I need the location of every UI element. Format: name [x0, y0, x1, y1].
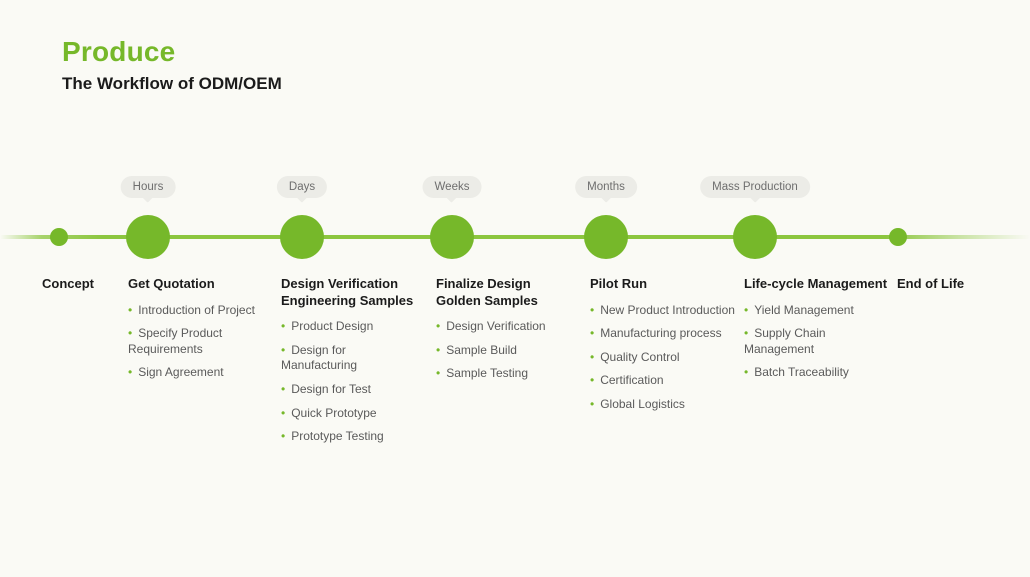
tooltip-tail-icon	[142, 191, 154, 203]
bullet-item: •Supply Chain Management	[744, 326, 896, 357]
bullet-dot-icon: •	[590, 373, 595, 388]
bullet-text: Product Design	[291, 319, 374, 334]
timeline-node	[733, 215, 777, 259]
bullet-dot-icon: •	[281, 405, 286, 420]
stage-title: Life-cycle Management	[744, 276, 888, 291]
bullet-text: Design for Manufacturing	[281, 342, 358, 373]
page-subtitle: The Workflow of ODM/OEM	[62, 74, 282, 93]
stage-column: Design Verification Engineering Samples •…	[281, 276, 415, 453]
bullet-item: • Sign Agreement	[128, 365, 258, 381]
bullet-text: Yield Management	[754, 302, 854, 317]
bullet-dot-icon: •	[281, 382, 286, 397]
stage-tooltip: Mass Production	[700, 176, 810, 203]
tooltip-label: Months	[587, 181, 625, 193]
timeline-node	[584, 215, 628, 259]
stage-title: End of Life	[897, 276, 965, 291]
tooltip-tail-icon	[446, 191, 458, 203]
bullet-item: • Global Logistics	[590, 397, 736, 413]
bullet-text: Sign Agreement	[138, 365, 224, 380]
bullet-dot-icon: •	[744, 326, 749, 341]
bullet-text: Global Logistics	[600, 397, 685, 411]
tooltip-label: Days	[288, 181, 316, 193]
stage-column: Get Quotation•Introduction of Project•Sp…	[128, 276, 258, 389]
stage-tooltip: Months	[575, 176, 637, 203]
bullet-text: Sample Testing	[446, 366, 529, 381]
bullet-text: Supply Chain Management	[744, 326, 826, 356]
bullet-item: •Design for Manufacturing	[281, 343, 415, 374]
page-title: Produce	[62, 36, 176, 67]
bullet-item: • Quick Prototype	[281, 406, 415, 422]
bullet-item: • Certification	[590, 373, 736, 389]
bullet-dot-icon: •	[744, 365, 749, 380]
bullet-dot-icon: •	[744, 302, 749, 317]
bullet-item: • Prototype Testing	[281, 429, 415, 445]
bullet-text: Introduction of Project	[138, 302, 255, 317]
bullet-dot-icon: •	[436, 342, 441, 357]
bullet-text: Specify Product Requirements	[128, 326, 223, 356]
bullet-item: • Batch Traceability	[744, 365, 896, 381]
bullet-dot-icon: •	[436, 366, 441, 381]
stage-title: Get Quotation	[128, 276, 215, 291]
stage-column: End of Life	[897, 276, 992, 303]
bullet-dot-icon: •	[128, 326, 133, 341]
bullet-dot-icon: •	[128, 365, 133, 380]
bullet-text: Design for Test	[291, 382, 372, 397]
bullet-dot-icon: •	[436, 319, 441, 334]
tooltip-label: Mass Production	[712, 181, 798, 193]
timeline-node	[280, 215, 324, 259]
bullet-text: New Product Introduction	[600, 302, 735, 317]
bullet-text: Quick Prototype	[291, 405, 377, 420]
bullet-dot-icon: •	[281, 429, 286, 444]
stage-column: Concept	[42, 276, 124, 303]
bullet-dot-icon: •	[590, 349, 595, 364]
timeline-node	[126, 215, 170, 259]
bullet-item: • Product Design	[281, 319, 415, 335]
stage-column: Finalize Design Golden Samples • Design Ve…	[436, 276, 576, 390]
tooltip-tail-icon	[296, 191, 308, 203]
timeline-node	[889, 228, 907, 246]
bullet-dot-icon: •	[590, 326, 595, 341]
bullet-dot-icon: •	[590, 397, 595, 411]
tooltip-label: Weeks	[434, 181, 470, 193]
bullet-text: Certification	[600, 373, 664, 388]
stage-title: Concept	[42, 276, 94, 291]
bullet-text: Prototype Testing	[291, 429, 384, 444]
bullet-item: • Yield Management	[744, 303, 896, 319]
bullet-item: • Sample Testing	[436, 366, 576, 382]
stage-title: Pilot Run	[590, 276, 648, 291]
stage-tooltip: Days	[276, 176, 328, 203]
timeline-node	[430, 215, 474, 259]
bullet-item: • Design for Test	[281, 382, 415, 398]
bullet-item: • Sample Build	[436, 343, 576, 359]
stage-tooltip: Weeks	[422, 176, 482, 203]
tooltip-tail-icon	[600, 191, 612, 203]
stage-title: Finalize Design Golden Samples	[436, 276, 538, 308]
bullet-dot-icon: •	[590, 302, 595, 317]
stage-column: Life-cycle Management•Yield Management•S…	[744, 276, 896, 389]
bullet-item: • Introduction of Project	[128, 303, 258, 319]
timeline-node	[50, 228, 68, 246]
tooltip-tail-icon	[749, 191, 761, 203]
stage-column: Pilot Run • New Product Introduction • Manuf…	[590, 276, 736, 421]
bullet-item: • Quality Control	[590, 350, 736, 366]
bullet-dot-icon: •	[281, 319, 286, 334]
bullet-dot-icon: •	[128, 302, 133, 317]
tooltip-label: Hours	[132, 181, 164, 193]
bullet-item: •Specify Product Requirements	[128, 326, 258, 357]
stage-title: Design Verification Engineering Samples	[281, 276, 414, 308]
bullet-item: • Design Verification	[436, 319, 576, 335]
bullet-text: Quality Control	[600, 349, 680, 364]
bullet-text: Batch Traceability	[754, 365, 849, 380]
bullet-dot-icon: •	[281, 342, 286, 357]
bullet-item: • New Product Introduction	[590, 303, 736, 319]
bullet-item: • Manufacturing process	[590, 326, 736, 342]
timeline-line	[0, 235, 1030, 239]
bullet-text: Design Verification	[446, 319, 546, 334]
stage-tooltip: Hours	[120, 176, 176, 203]
bullet-text: Manufacturing process	[600, 326, 722, 341]
bullet-text: Sample Build	[446, 342, 517, 357]
